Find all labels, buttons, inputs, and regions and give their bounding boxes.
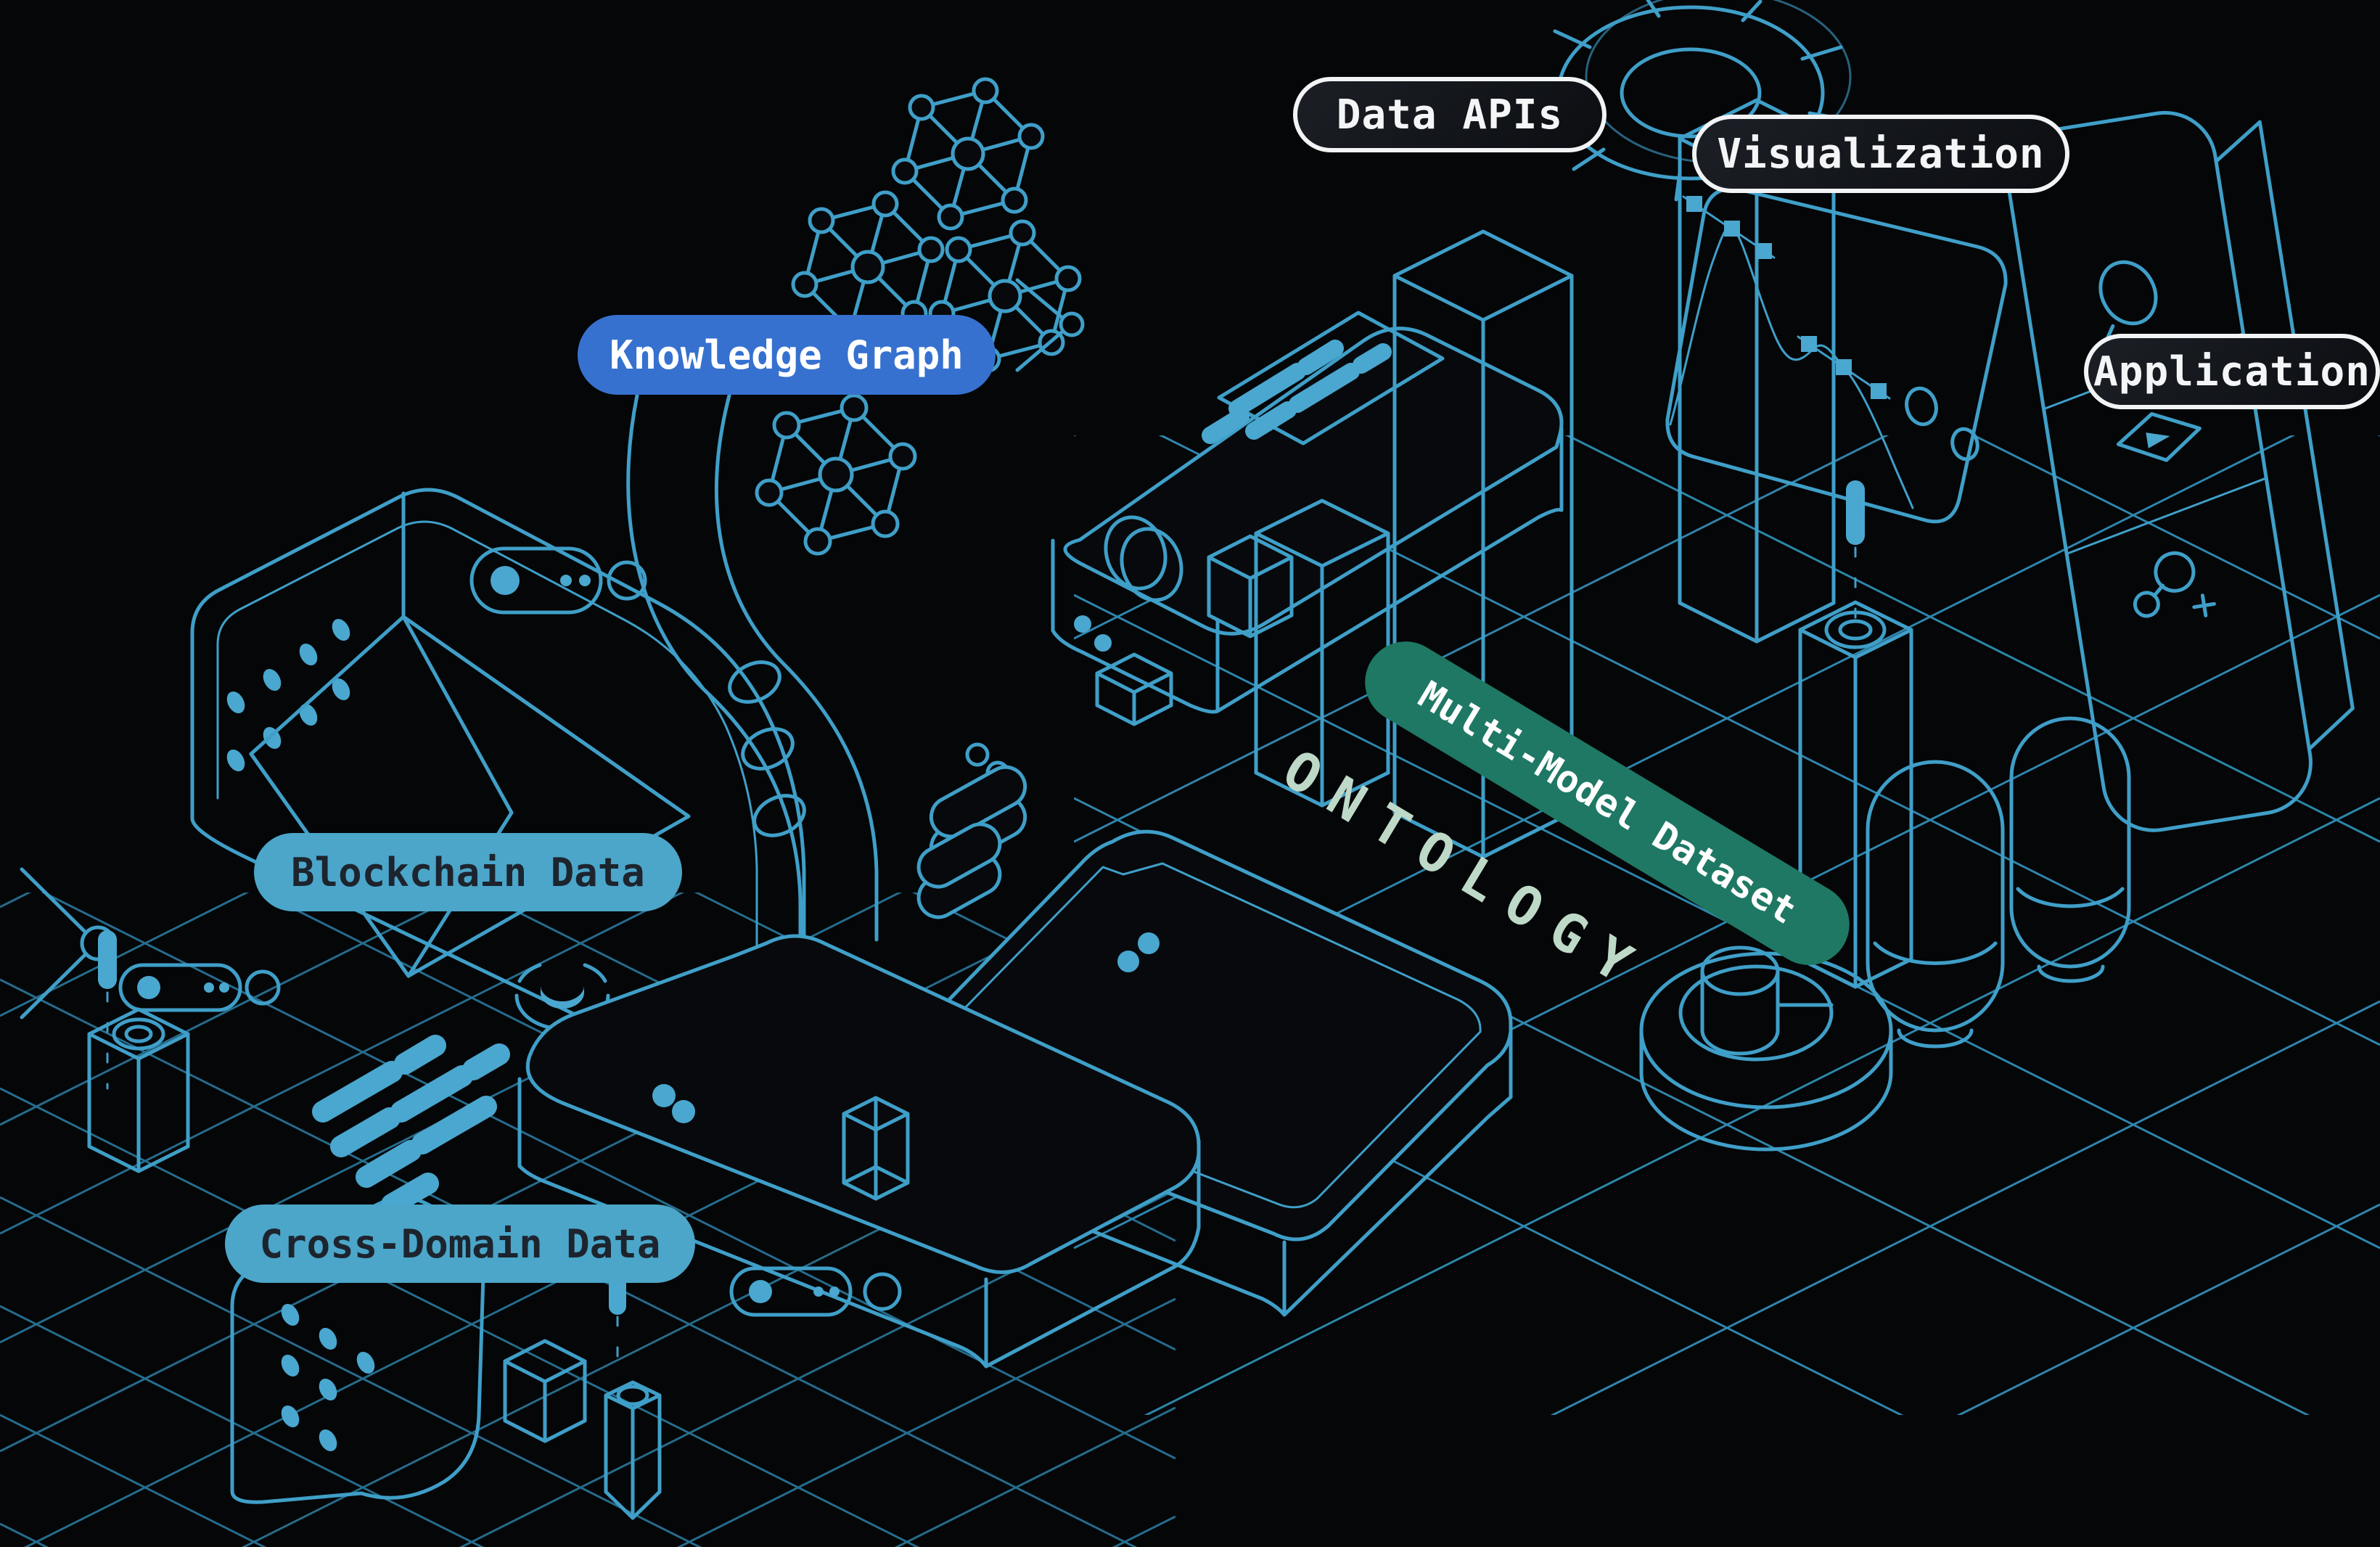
data-stream-icon bbox=[312, 1035, 510, 1215]
play-icon bbox=[2116, 412, 2202, 462]
data-card bbox=[1202, 311, 1445, 446]
control-console bbox=[1051, 311, 1564, 714]
line-chart-screen-icon bbox=[1665, 186, 2008, 524]
label-data-apis: Data APIs bbox=[1293, 77, 1606, 152]
label-application: Application bbox=[2084, 334, 2380, 409]
cube-icon bbox=[503, 534, 1294, 1443]
molecule-graph-icon bbox=[755, 77, 1082, 556]
shield-icon-small bbox=[230, 1196, 485, 1504]
label-visualization: Visualization bbox=[1692, 115, 2069, 193]
label-cross-domain-data: Cross-Domain Data bbox=[225, 1205, 695, 1283]
keyboard-toggles bbox=[916, 742, 1027, 919]
database-capsule-icon bbox=[1866, 716, 2131, 1049]
slider-capsule-widget bbox=[118, 546, 902, 1317]
shield-dots bbox=[226, 618, 350, 772]
label-blockchain-data: Blockchain Data bbox=[254, 833, 682, 911]
add-node-icon bbox=[2133, 551, 2216, 618]
shield-dots bbox=[281, 1303, 375, 1452]
network-node-icon bbox=[20, 278, 1085, 1019]
application-phone bbox=[2006, 110, 2355, 832]
label-knowledge-graph: Knowledge Graph bbox=[578, 315, 996, 395]
dome-knob-icon bbox=[1639, 945, 1893, 1152]
floor-grid-left bbox=[0, 892, 1175, 1547]
